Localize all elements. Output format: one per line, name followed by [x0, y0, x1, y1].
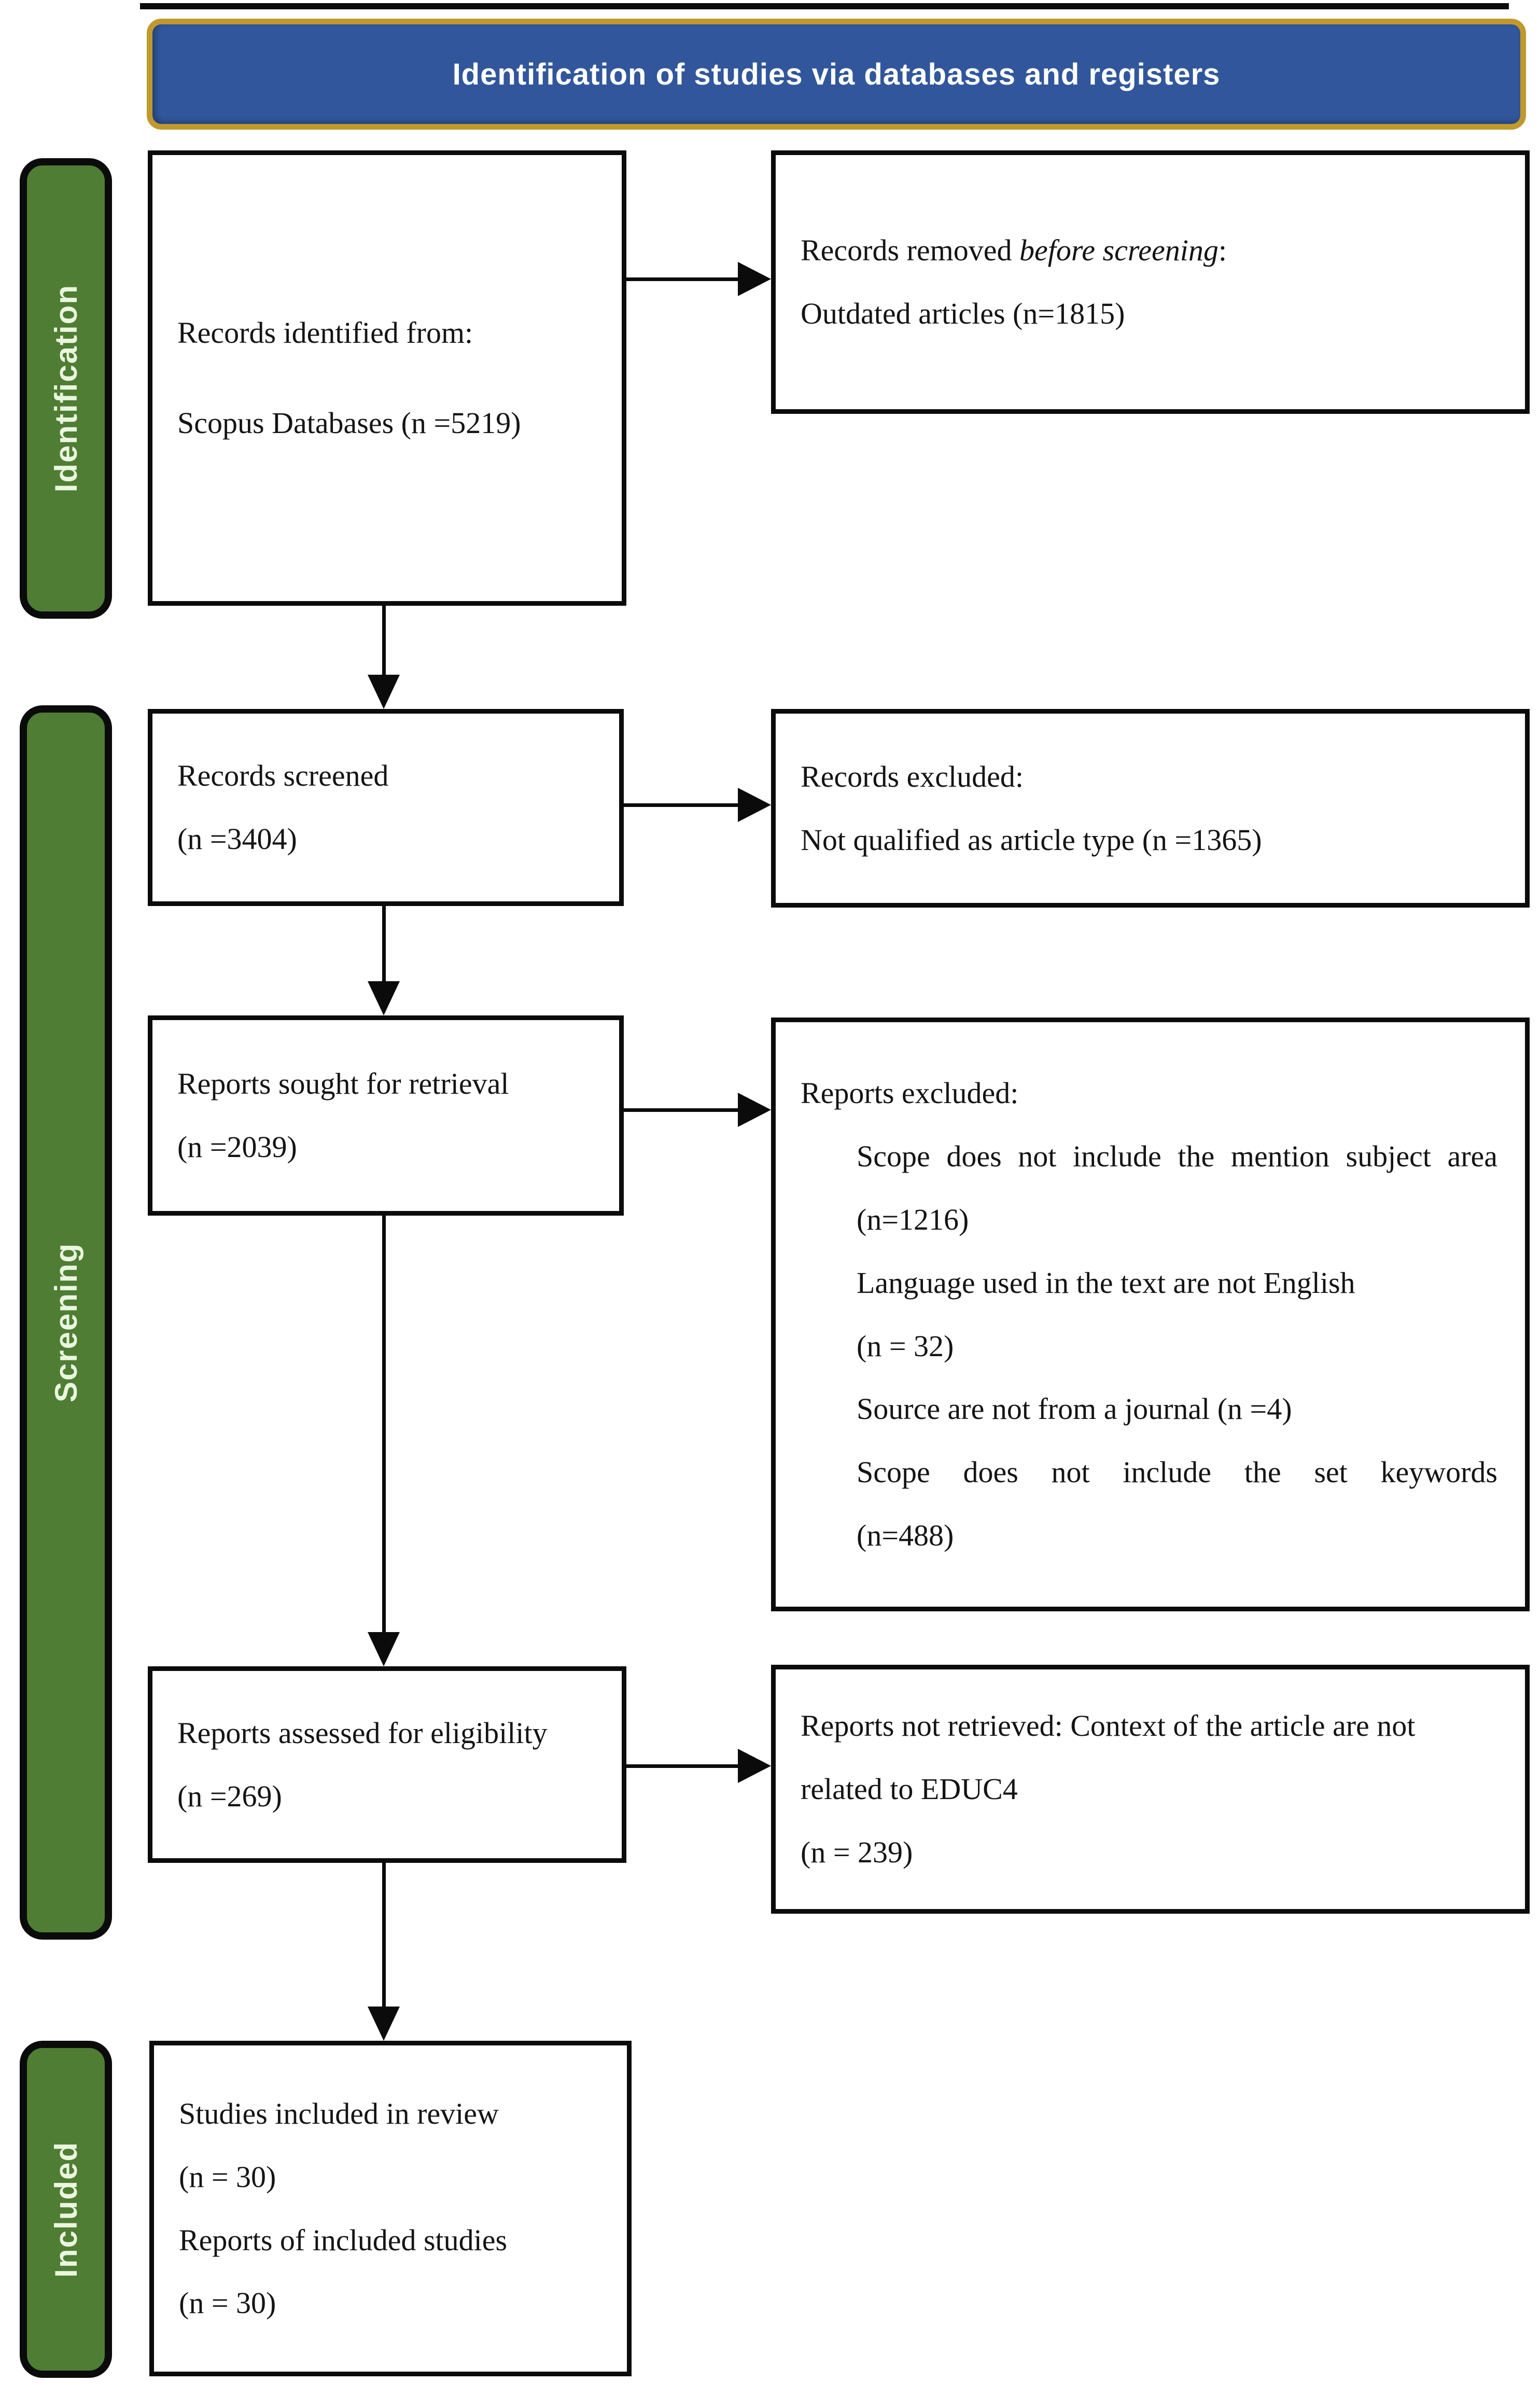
- studies-included-line-3: Reports of included studies: [179, 2223, 508, 2257]
- reports-excluded-item-7: (n=488): [857, 1518, 954, 1552]
- records-identified-line-1: Records identified from:: [177, 316, 473, 350]
- reports-excluded-item-1: Scope does not include the mention subje…: [857, 1139, 1497, 1174]
- box-studies-included: Studies included in review (n = 30) Repo…: [149, 2041, 632, 2376]
- reports-excluded-heading: Reports excluded:: [801, 1076, 1019, 1110]
- arrowhead-assessed-to-included: [368, 2007, 400, 2041]
- reports-not-retrieved-line-1: Reports not retrieved: Context of the ar…: [801, 1709, 1416, 1743]
- arrowhead-screened-to-excluded: [738, 788, 771, 822]
- box-reports-not-retrieved: Reports not retrieved: Context of the ar…: [771, 1665, 1530, 1914]
- box-reports-excluded: Reports excluded: Scope does not include…: [771, 1018, 1530, 1611]
- connector-screened-to-excluded: [621, 803, 742, 807]
- reports-sought-line-2: (n =2039): [177, 1130, 297, 1164]
- studies-included-line-4: (n = 30): [179, 2286, 276, 2320]
- reports-not-retrieved-line-2: related to EDUC4: [801, 1772, 1018, 1806]
- box-records-excluded: Records excluded: Not qualified as artic…: [771, 709, 1530, 908]
- arrowhead-sought-to-assessed: [368, 1632, 400, 1666]
- records-screened-line-1: Records screened: [177, 759, 389, 793]
- records-identified-line-2: Scopus Databases (n =5219): [177, 406, 521, 440]
- arrowhead-sought-to-reports-excluded: [738, 1093, 771, 1127]
- arrowhead-identified-to-removed: [738, 262, 771, 296]
- connector-screened-to-sought: [382, 903, 386, 984]
- records-excluded-line-2: Not qualified as article type (n =1365): [801, 823, 1262, 857]
- stage-included: Included: [20, 2041, 112, 2378]
- stage-screening: Screening: [20, 705, 112, 1940]
- records-removed-line-2: Outdated articles (n=1815): [801, 297, 1125, 330]
- connector-sought-to-assessed: [382, 1213, 386, 1635]
- studies-included-line-2: (n = 30): [179, 2160, 276, 2194]
- connector-sought-to-reports-excluded: [621, 1108, 742, 1112]
- connector-assessed-to-not-retrieved: [625, 1764, 743, 1768]
- records-excluded-line-1: Records excluded:: [801, 759, 1024, 793]
- top-border-line: [140, 3, 1509, 9]
- reports-sought-line-1: Reports sought for retrieval: [177, 1067, 509, 1101]
- records-removed-line-1: Records removed before screening:: [801, 233, 1227, 268]
- records-removed-italic: before screening: [1019, 233, 1219, 268]
- reports-excluded-item-2: (n=1216): [857, 1202, 969, 1236]
- arrowhead-identified-to-screened: [368, 675, 400, 709]
- box-reports-assessed: Reports assessed for eligibility (n =269…: [148, 1666, 626, 1863]
- box-records-identified: Records identified from: Scopus Database…: [148, 150, 626, 606]
- connector-assessed-to-included: [382, 1860, 386, 2010]
- reports-not-retrieved-line-3: (n = 239): [801, 1835, 913, 1869]
- studies-included-line-1: Studies included in review: [179, 2096, 499, 2130]
- stage-included-label: Included: [48, 2141, 83, 2278]
- box-records-removed: Records removed before screening: Outdat…: [771, 150, 1530, 414]
- stage-screening-label: Screening: [48, 1242, 83, 1403]
- reports-assessed-line-1: Reports assessed for eligibility: [177, 1716, 548, 1750]
- arrowhead-assessed-to-not-retrieved: [738, 1749, 771, 1783]
- diagram-title-banner: Identification of studies via databases …: [147, 19, 1526, 130]
- reports-excluded-item-6: Scope does not include the set keywords: [857, 1455, 1497, 1489]
- reports-excluded-item-5: Source are not from a journal (n =4): [857, 1392, 1292, 1426]
- arrowhead-screened-to-sought: [368, 981, 400, 1015]
- connector-identified-to-removed: [625, 277, 743, 281]
- reports-assessed-line-2: (n =269): [177, 1779, 282, 1813]
- box-reports-sought: Reports sought for retrieval (n =2039): [148, 1015, 624, 1216]
- box-records-screened: Records screened (n =3404): [148, 709, 624, 906]
- diagram-title: Identification of studies via databases …: [452, 57, 1221, 91]
- records-screened-line-2: (n =3404): [177, 822, 297, 856]
- reports-excluded-item-4: (n = 32): [857, 1329, 954, 1363]
- stage-identification: Identification: [20, 158, 112, 619]
- connector-identified-to-screened: [382, 602, 386, 678]
- reports-excluded-item-3: Language used in the text are not Englis…: [857, 1265, 1355, 1300]
- stage-identification-label: Identification: [48, 284, 83, 493]
